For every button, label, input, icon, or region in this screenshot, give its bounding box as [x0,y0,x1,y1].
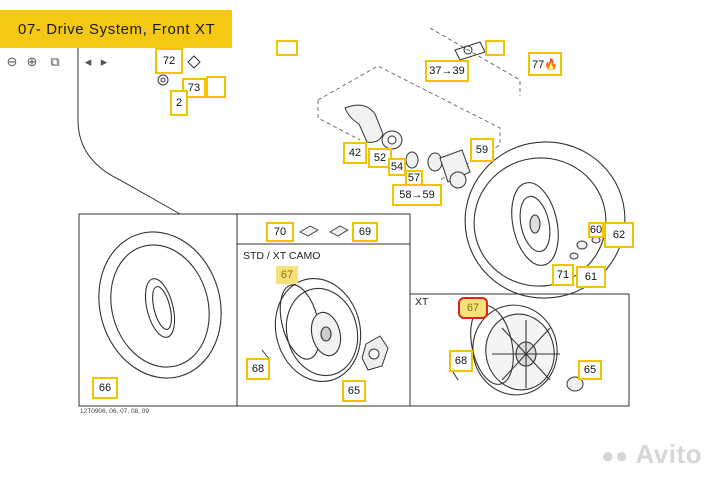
callout-65-std[interactable]: 65 [342,380,366,402]
prev-page-icon[interactable]: ◂ [84,54,92,69]
callout-empty-top[interactable] [276,40,298,56]
callout-69[interactable]: 69 [352,222,378,242]
callout-empty-73[interactable] [206,76,226,98]
zoom-in-icon[interactable]: ⊕ [26,54,38,69]
callout-68-std[interactable]: 68 [246,358,270,380]
std-hub-drawing [361,335,389,371]
callout-58-59[interactable]: 58→59 [392,184,442,206]
xt-rim-drawing [470,304,560,396]
callout-67-std[interactable]: 67 [276,266,298,284]
callout-61[interactable]: 61 [576,266,606,288]
callout-2[interactable]: 2 [170,90,188,116]
xt-valve-line [452,371,459,381]
page-title: 07- Drive System, Front XT [0,10,232,48]
small-parts-top [157,41,486,86]
panel-label-std: STD / XT CAMO [243,250,321,262]
fit-page-icon[interactable]: ⧉ [50,54,60,69]
axle-outline [429,27,521,96]
callout-42[interactable]: 42 [343,142,367,164]
xt-cap-drawing [566,376,584,392]
watermark-text: Avito [635,439,702,469]
callout-68-xt[interactable]: 68 [449,350,473,372]
callout-70[interactable]: 70 [266,222,294,242]
callout-67-xt-highlighted[interactable]: 67 [458,297,488,319]
steering-knuckle [344,104,471,189]
callout-empty-top-right[interactable] [485,40,505,56]
next-page-icon[interactable]: ▸ [100,54,108,69]
callout-73[interactable]: 73 [182,78,206,98]
callout-77[interactable]: 77🔥 [528,52,562,76]
panel-frames [78,213,630,407]
callout-72[interactable]: 72 [155,48,183,74]
callout-60[interactable]: 60 [588,222,604,238]
std-rim-drawing [274,277,362,383]
avito-watermark: ●● Avito [601,439,702,470]
callout-71[interactable]: 71 [552,264,574,286]
zoom-out-icon[interactable]: ⊖ [6,54,18,69]
callout-65-xt[interactable]: 65 [578,360,602,380]
leader-line-main [77,48,181,215]
avito-logo-icon: ●● [601,443,629,468]
callout-66[interactable]: 66 [92,377,118,399]
assembled-wheel [464,141,626,299]
panel-label-xt: XT [415,296,429,308]
figure-code: 12T0906, 06, 07, 08, 09 [80,408,150,415]
callout-62[interactable]: 62 [604,222,634,248]
callout-59[interactable]: 59 [470,138,494,162]
valve-parts [299,225,349,237]
tire-drawing [98,231,222,379]
wheel-nut-parts [569,236,601,260]
callout-37-39[interactable]: 37→39 [425,60,469,82]
callout-54[interactable]: 54 [388,158,406,176]
